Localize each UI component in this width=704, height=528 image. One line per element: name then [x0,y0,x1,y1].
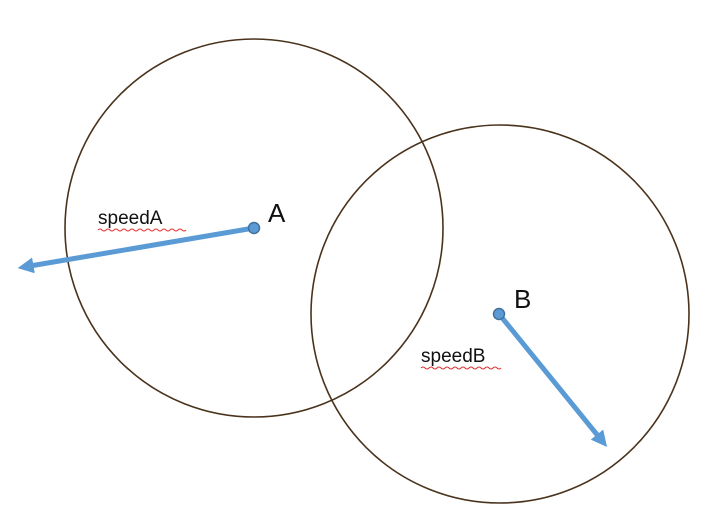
point-a-label: A [268,198,286,228]
circle-a [64,38,444,418]
speed-b-label: speedB [421,346,485,367]
speed-b-arrow [496,311,608,447]
spellcheck-underline-speed-a [97,228,187,232]
circle-b [310,124,690,504]
spellcheck-underline-speed-b [420,366,502,370]
center-dot-b [492,307,506,321]
speed-a-arrow [17,225,257,274]
speed-a-label: speedA [98,208,163,229]
center-dot-a [247,221,261,235]
point-b-label: B [514,284,531,314]
